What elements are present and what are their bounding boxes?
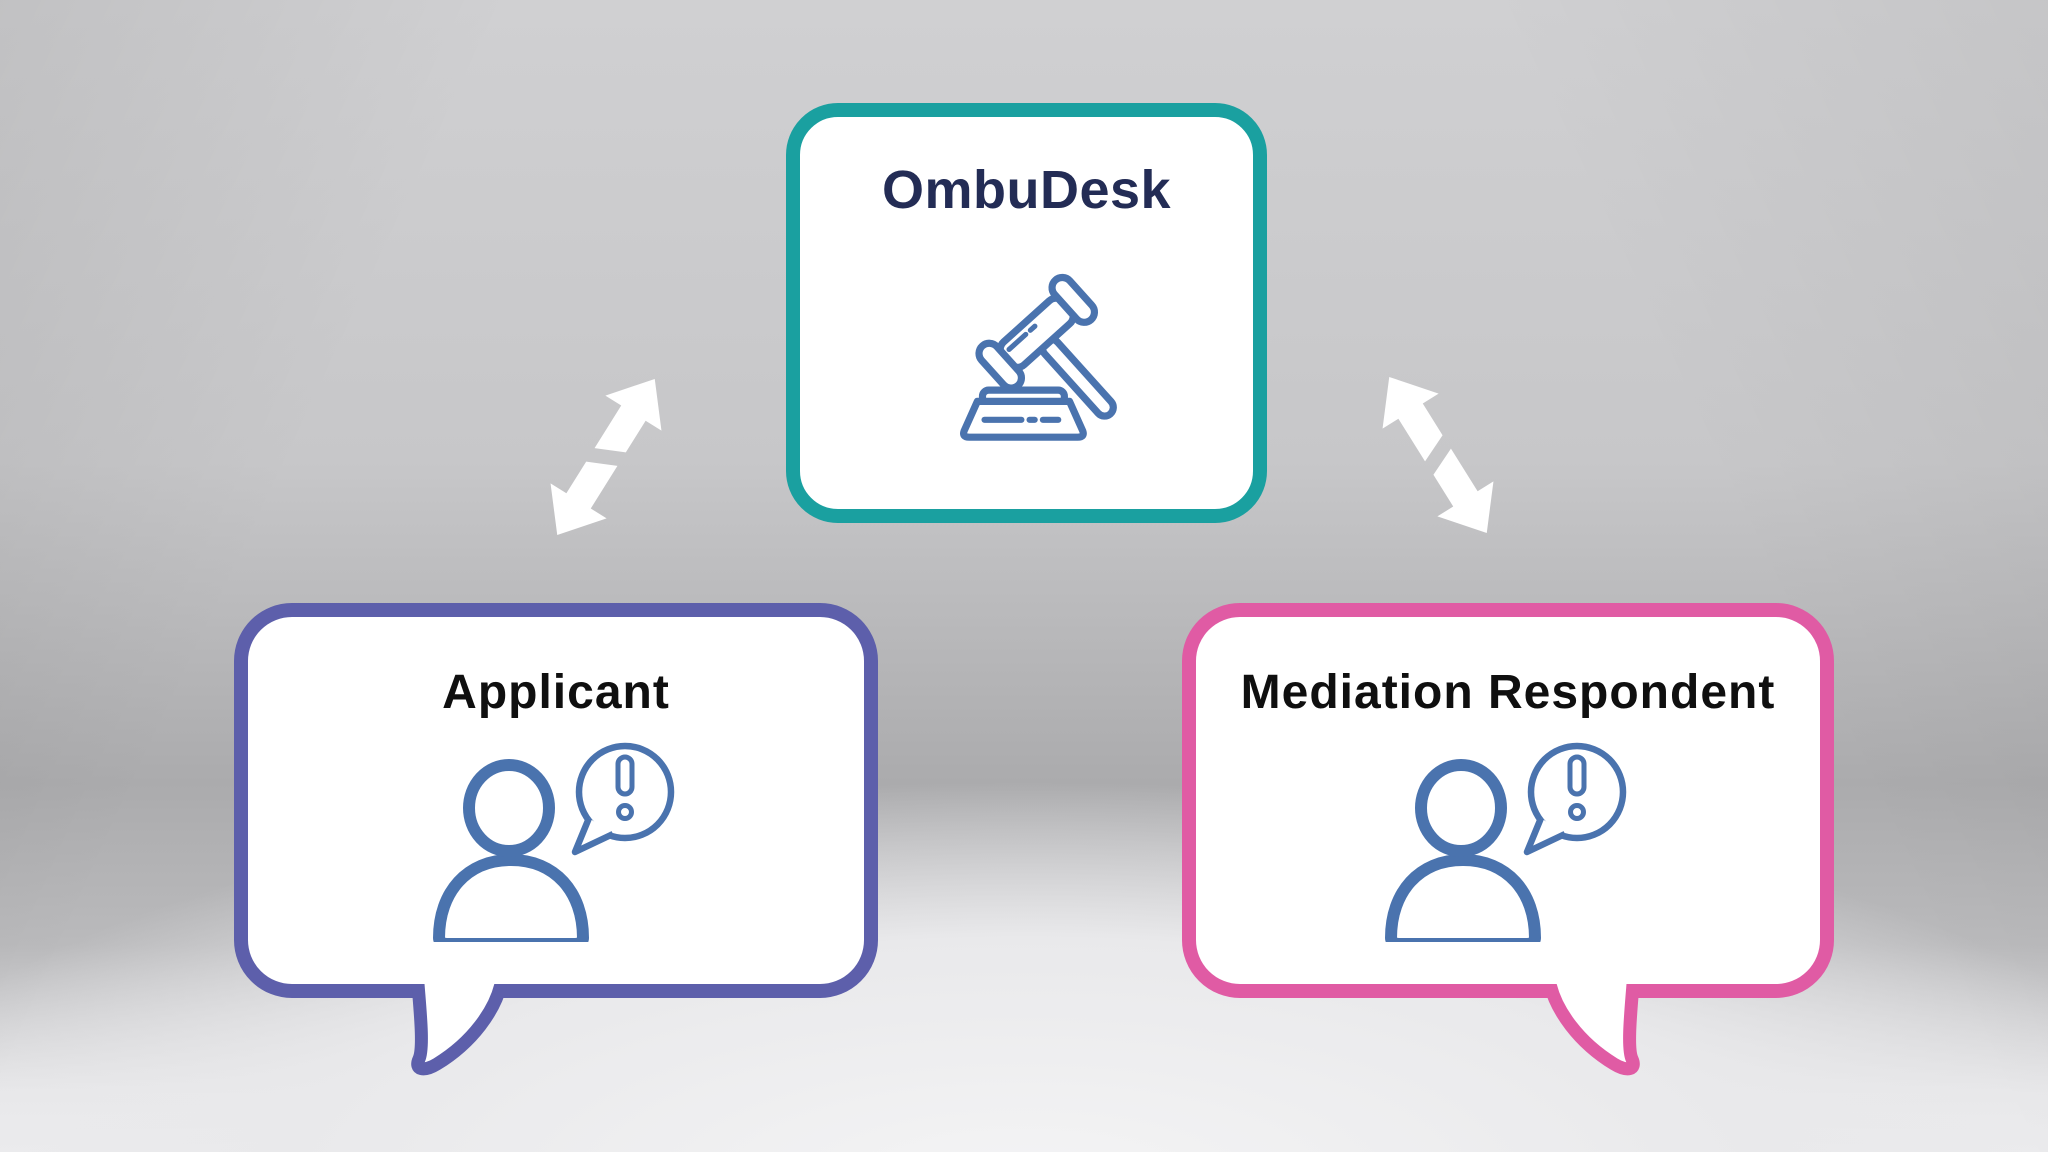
ombudesk-title: OmbuDesk <box>881 160 1172 220</box>
person-alert-icon <box>433 742 675 942</box>
node-respondent: Mediation Respondent <box>1182 603 1834 998</box>
gavel-icon <box>960 273 1117 441</box>
double-arrow-icon <box>550 378 662 536</box>
node-ombudesk: OmbuDesk <box>786 103 1267 523</box>
speech-tail <box>1543 984 1640 1076</box>
double-arrow-icon <box>1382 376 1494 534</box>
applicant-title: Applicant <box>442 666 670 719</box>
speech-tail <box>411 984 508 1076</box>
person-alert-icon <box>1385 742 1627 942</box>
node-applicant: Applicant <box>234 603 878 998</box>
respondent-title: Mediation Respondent <box>1240 666 1776 719</box>
